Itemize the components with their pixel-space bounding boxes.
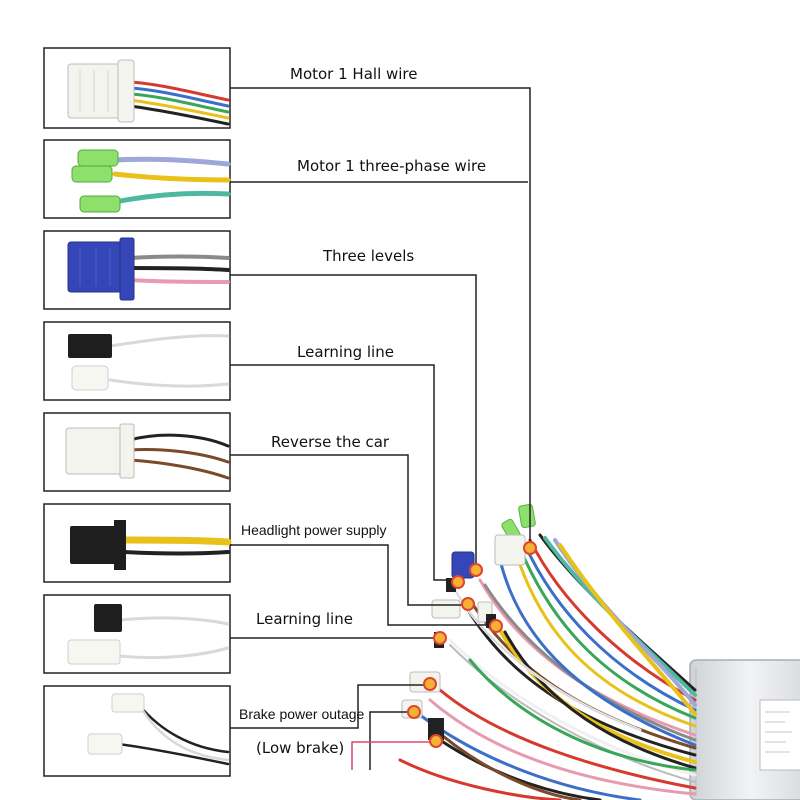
label-headlight: Headlight power supply: [241, 522, 387, 538]
label-motor-hall: Motor 1 Hall wire: [290, 65, 418, 83]
label-learning-line-1: Learning line: [297, 343, 394, 361]
label-three-levels: Three levels: [322, 247, 414, 265]
controller-box: [689, 659, 800, 800]
thumb-three-levels: [43, 230, 231, 310]
thumb-learning-line-1: [43, 321, 231, 401]
harness-connectors: [401, 503, 536, 740]
wire-harness: [398, 533, 697, 800]
thumb-motor-phase: [43, 139, 231, 219]
label-low-brake: (Low brake): [256, 739, 344, 757]
label-motor-phase: Motor 1 three-phase wire: [297, 157, 486, 175]
connection-markers: [407, 541, 537, 748]
thumb-learning-line-2: [43, 594, 231, 674]
controller-label-sticker: [759, 699, 800, 771]
thumb-brake: [43, 685, 231, 777]
label-brake: Brake power outage: [239, 706, 365, 722]
thumb-reverse: [43, 412, 231, 492]
leader-lines: [230, 87, 531, 770]
label-learning-line-2: Learning line: [256, 610, 353, 628]
thumb-motor-hall: [43, 47, 231, 129]
low-brake-leader: [351, 741, 436, 770]
thumb-headlight: [43, 503, 232, 583]
label-reverse: Reverse the car: [271, 433, 390, 451]
headlight-leader: [230, 544, 494, 626]
